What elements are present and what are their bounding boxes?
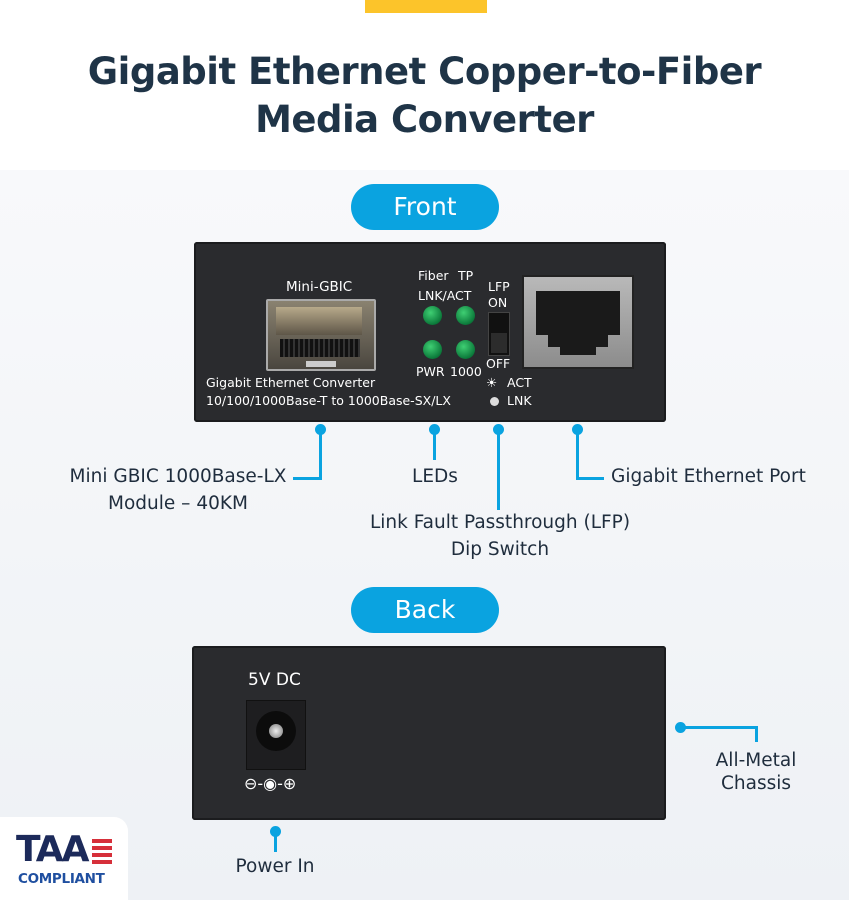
led-1000-label: 1000	[450, 364, 482, 379]
lfp-dip-switch[interactable]	[488, 312, 510, 356]
callout-leds: LEDs	[412, 466, 458, 487]
callout-mini-gbic-line2: Module – 40KM	[108, 493, 248, 514]
callout-mini-gbic: Mini GBIC 1000Base-LX Module – 40KM	[68, 466, 288, 514]
callout-port: Gigabit Ethernet Port	[611, 466, 806, 487]
callout-line	[293, 477, 322, 480]
led-pwr	[423, 340, 442, 359]
callout-dot	[493, 424, 504, 435]
sfp-port	[266, 299, 376, 371]
polarity-icon: ⊖-◉-⊕	[244, 774, 297, 793]
callout-dot	[270, 826, 281, 837]
compliant-text: COMPLIANT	[18, 871, 105, 887]
converter-spec: 10/100/1000Base-T to 1000Base-SX/LX	[206, 393, 451, 408]
front-device-panel: Mini-GBIC Gigabit Ethernet Converter 10/…	[194, 242, 666, 422]
callout-line	[319, 430, 322, 480]
callout-lfp-line2: Dip Switch	[450, 539, 550, 560]
callout-lfp-line1: Link Fault Passthrough (LFP)	[369, 512, 631, 533]
led-tp	[456, 306, 475, 325]
led-fiber-label: Fiber	[418, 268, 449, 283]
led-1000	[456, 340, 475, 359]
dot-icon	[490, 397, 499, 406]
callout-line	[274, 832, 277, 852]
sun-icon: ☀	[486, 375, 498, 390]
callout-line	[576, 430, 579, 480]
callout-power: Power In	[235, 856, 315, 877]
lfp-off-label: OFF	[486, 356, 511, 371]
led-pwr-label: PWR	[416, 364, 445, 379]
lfp-on-label: ON	[488, 295, 508, 310]
callout-line	[433, 430, 436, 460]
callout-lfp: Link Fault Passthrough (LFP) Dip Switch	[360, 512, 640, 560]
taa-badge: TAA COMPLIANT	[0, 817, 128, 900]
lnk-label: LNK	[507, 393, 532, 408]
callout-line	[497, 430, 500, 510]
callout-chassis: All-Metal Chassis	[700, 750, 812, 794]
lfp-label: LFP	[488, 279, 510, 294]
act-label: ACT	[507, 375, 532, 390]
led-lnk-act-label: LNK/ACT	[418, 288, 472, 303]
callout-dot	[429, 424, 440, 435]
callout-line	[680, 726, 758, 729]
voltage-label: 5V DC	[248, 670, 301, 690]
callout-chassis-line2: Chassis	[720, 773, 792, 794]
led-tp-label: TP	[458, 268, 474, 283]
callout-dot	[315, 424, 326, 435]
back-section-label: Back	[351, 587, 499, 633]
rj45-port[interactable]	[522, 275, 634, 369]
callout-mini-gbic-line1: Mini GBIC 1000Base-LX	[69, 466, 287, 487]
callout-line	[755, 726, 758, 742]
front-section-label: Front	[351, 184, 499, 230]
led-fiber	[423, 306, 442, 325]
page-title-line1: Gigabit Ethernet Copper-to-Fiber	[87, 50, 762, 93]
callout-line	[576, 477, 604, 480]
dc-power-jack[interactable]	[246, 700, 306, 770]
back-device-panel: 5V DC ⊖-◉-⊕	[192, 646, 666, 820]
page-title-line2: Media Converter	[255, 98, 594, 141]
flag-stripes-icon	[92, 839, 112, 865]
taa-logo-text: TAA	[16, 829, 89, 870]
callout-dot	[572, 424, 583, 435]
converter-label: Gigabit Ethernet Converter	[206, 375, 376, 390]
accent-bar	[365, 0, 487, 13]
mini-gbic-label: Mini-GBIC	[286, 279, 353, 295]
callout-chassis-line1: All-Metal	[715, 750, 797, 771]
